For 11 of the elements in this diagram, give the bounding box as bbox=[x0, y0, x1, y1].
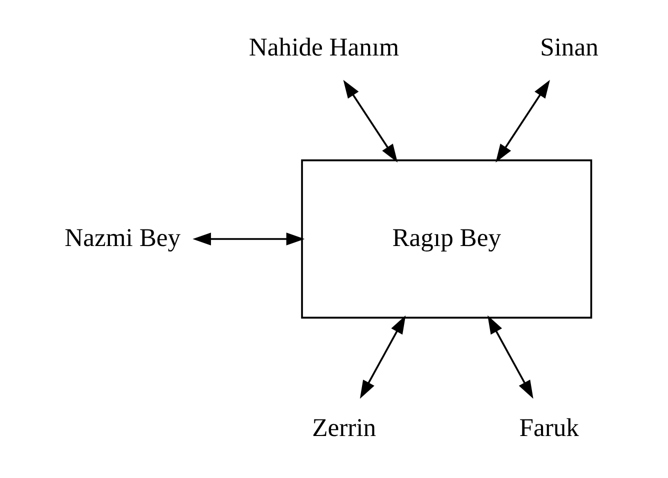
node-text: Sinan bbox=[540, 32, 598, 62]
arrow bbox=[359, 315, 406, 399]
node-text: Nahide Hanım bbox=[248, 32, 399, 62]
arrow bbox=[342, 80, 398, 163]
node-text: Zerrin bbox=[312, 413, 376, 442]
node-text: Nazmi Bey bbox=[64, 222, 180, 252]
node-text: Faruk bbox=[518, 413, 578, 442]
arrow bbox=[192, 232, 304, 246]
node-box: Ragıp Bey bbox=[300, 159, 592, 319]
arrow bbox=[487, 315, 533, 399]
arrow bbox=[495, 80, 550, 163]
